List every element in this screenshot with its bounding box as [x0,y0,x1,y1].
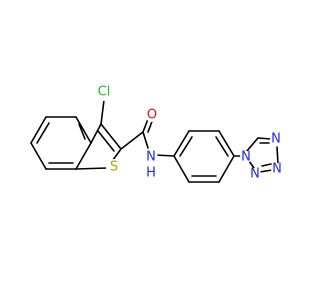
atoms: Cl S O N H N N N N [95,83,283,182]
tetrazole-nitrogen-4: N [249,167,261,182]
bond [142,118,149,133]
tetrazole-nitrogen-1: N [240,150,252,165]
bond [100,99,105,125]
bond [75,167,108,170]
atom-label-amide-nitrogen: N [146,150,156,165]
bond [75,116,92,144]
bond [173,130,190,157]
bond [97,130,115,152]
bond [218,130,235,157]
bond [179,136,193,157]
atom-label-tetrazole-n1: N [241,150,251,165]
bond [100,123,122,150]
bond [75,142,92,170]
bond [245,137,259,153]
atom-label-sulfur: S [110,160,118,175]
atom-label-oxygen: O [147,108,157,123]
atom-label-tetrazole-n3: N [272,162,282,177]
bond [90,123,102,144]
bond [142,131,149,149]
bond [154,154,175,157]
bond [78,123,86,140]
bond [215,136,229,157]
chlorine-atom: Cl [95,83,113,101]
bond [257,137,272,140]
bond [276,146,279,165]
atom-label-tetrazole-n2: N [271,132,281,147]
bond [218,155,235,183]
amide-nitrogen-atom: N H [144,150,158,181]
tetrazole-nitrogen-3: N [271,162,283,177]
molecule-structure: Cl S O N H N N N N [30,83,283,183]
atom-label-amide-hydrogen: H [146,166,156,181]
oxygen-atom: O [145,108,159,123]
bond [248,160,255,169]
bond [30,142,47,170]
bonds [30,99,279,183]
bond [173,155,190,183]
bond [259,169,273,173]
sulfur-atom: S [106,159,122,175]
bond [30,116,47,144]
tetrazole-nitrogen-2: N [270,132,282,147]
bond [261,163,272,167]
atom-label-chlorine: Cl [98,85,111,100]
bond [120,131,144,150]
atom-label-tetrazole-n4: N [250,167,260,182]
bond [36,122,50,144]
